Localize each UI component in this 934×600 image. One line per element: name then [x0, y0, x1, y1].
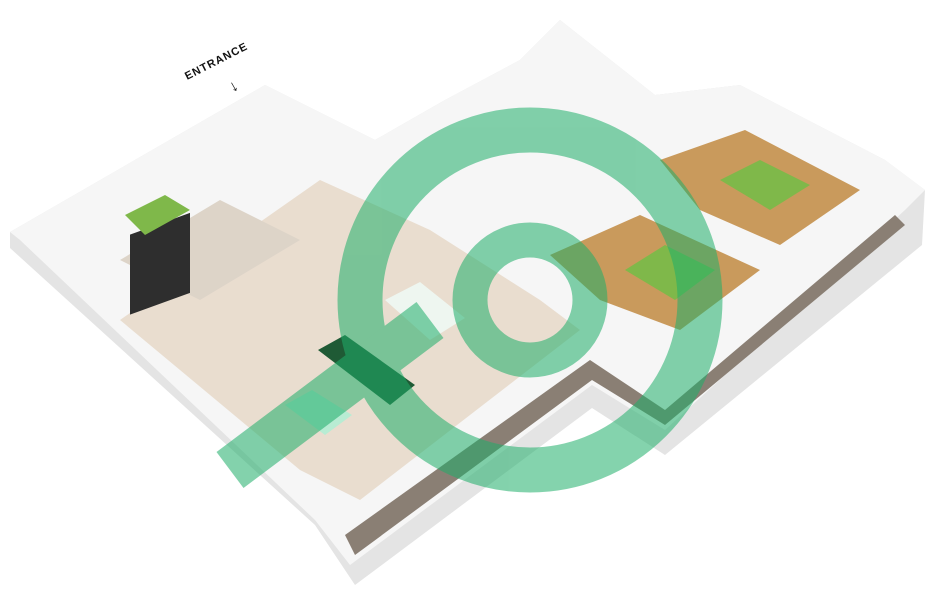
terrace-floor: [345, 215, 905, 555]
dining-table: [385, 282, 465, 340]
bed-master: [720, 160, 810, 210]
bed-maid: [125, 195, 190, 235]
watermark-logo: [216, 107, 723, 493]
fridge: [130, 212, 190, 315]
